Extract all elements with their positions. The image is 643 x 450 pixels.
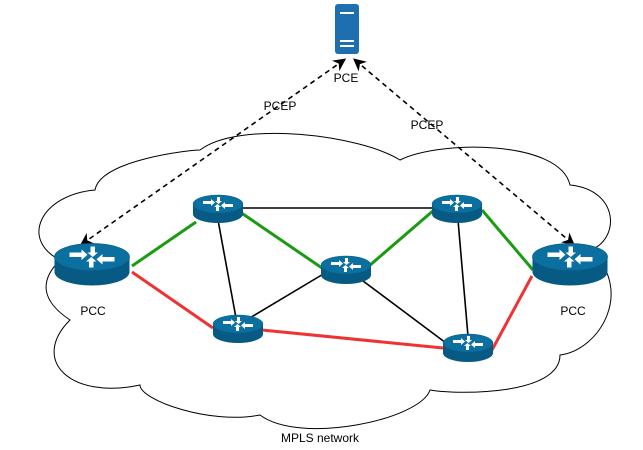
router-pcc-right — [531, 242, 609, 287]
network-label: MPLS network — [281, 431, 360, 445]
router-core-4 — [431, 194, 483, 224]
router-core-1 — [192, 194, 244, 224]
router-core-2 — [212, 314, 264, 344]
pcep-left-label: PCEP — [264, 99, 297, 113]
server-icon — [335, 4, 359, 54]
mpls-cloud-outline — [38, 132, 612, 430]
link-r3-r5 — [354, 274, 447, 344]
router-core-3 — [320, 255, 372, 285]
router-pcc-left — [53, 242, 131, 287]
link-r2-r3 — [237, 269, 331, 326]
router-core-5 — [442, 333, 494, 363]
pcc-right-label: PCC — [560, 304, 586, 318]
pcep-right-label: PCEP — [411, 118, 444, 132]
link-r4-r5 — [457, 219, 469, 337]
pce-label: PCE — [334, 71, 359, 85]
pcep-right-line — [353, 58, 575, 246]
red-path — [131, 270, 534, 351]
pcep-sessions — [79, 58, 575, 246]
link-r1-r2 — [217, 219, 237, 319]
pcc-left-label: PCC — [80, 304, 106, 318]
